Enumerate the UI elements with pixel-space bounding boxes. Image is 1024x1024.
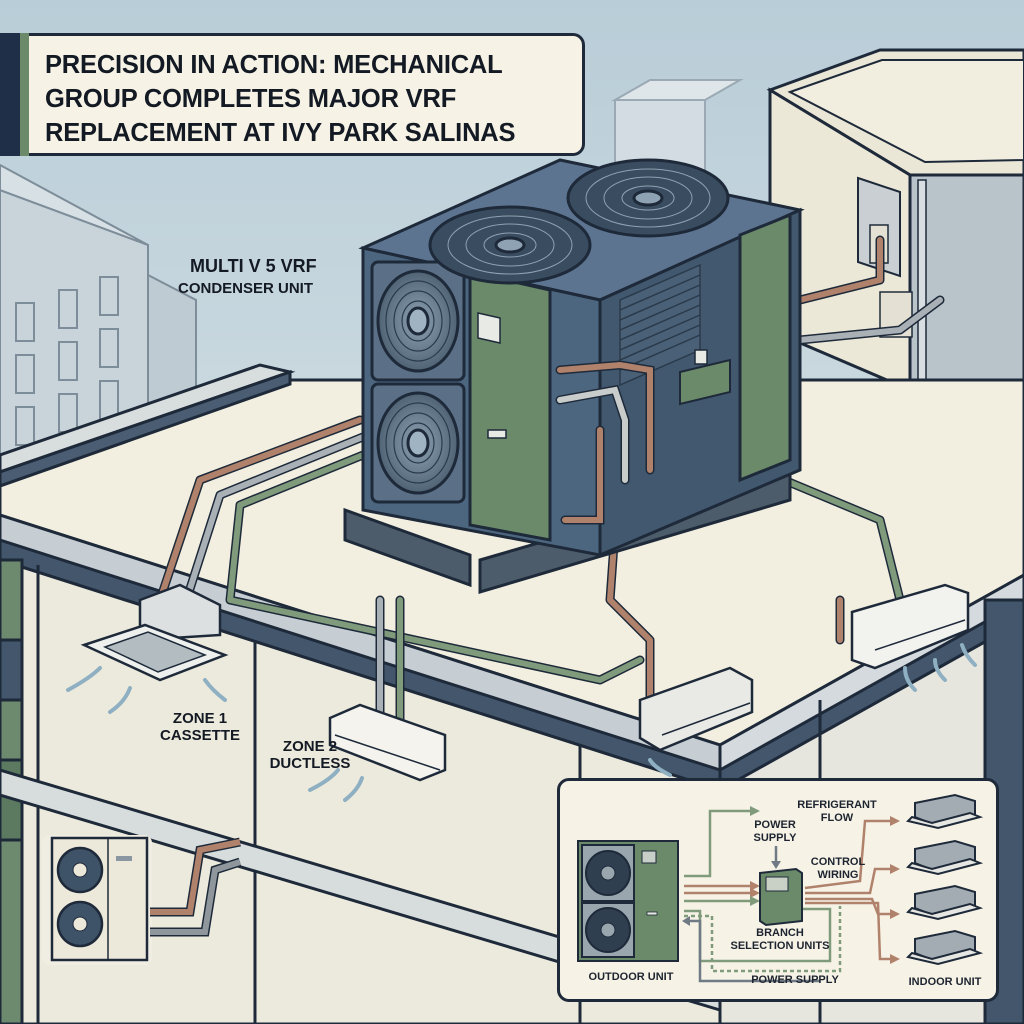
title-accent-navy bbox=[0, 33, 20, 156]
indoor-unit-icons bbox=[906, 793, 984, 966]
branch-selection-box-icon bbox=[759, 867, 803, 927]
refrigerant-flow-label-line2: FLOW bbox=[820, 812, 854, 825]
branch-units-label-line2: SELECTION UNITS bbox=[730, 940, 830, 953]
wall-mounted-ductless-icon bbox=[850, 583, 970, 670]
wall-mounted-ductless-icon bbox=[328, 703, 447, 782]
zone2-callout: ZONE 2 DUCTLESS bbox=[255, 738, 365, 773]
schematic-drawing bbox=[577, 793, 984, 983]
wall-outdoor-unit-icon bbox=[42, 835, 242, 965]
indoor-unit-icon bbox=[906, 839, 984, 876]
zone1-callout-line1: ZONE 1 bbox=[172, 710, 228, 727]
zone2-callout-line2: DUCTLESS bbox=[269, 755, 351, 773]
rooftop-mechanical-room bbox=[766, 48, 1024, 393]
ceiling-cassette-icon bbox=[80, 583, 229, 682]
front-fan-grille bbox=[370, 260, 466, 504]
title-banner: PRECISION IN ACTION: MECHANICAL GROUP CO… bbox=[0, 33, 585, 156]
airflow-arrow-icon bbox=[66, 643, 977, 802]
system-schematic: OUTDOOR UNIT REFRIGERANT FLOW POWER SUPP… bbox=[557, 778, 999, 1002]
indoor-unit-icon bbox=[906, 793, 984, 830]
branch-units-label: BRANCH SELECTION UNITS bbox=[720, 927, 840, 953]
title-accent-green bbox=[20, 33, 29, 156]
page-title: PRECISION IN ACTION: MECHANICAL GROUP CO… bbox=[45, 51, 516, 147]
condenser-callout: MULTI V 5 VRF CONDENSER UNIT bbox=[178, 256, 317, 297]
refrigerant-flow-label-line1: REFRIGERANT bbox=[797, 799, 877, 811]
wall-mounted-ductless-icon bbox=[638, 666, 754, 752]
branch-units-label-line1: BRANCH bbox=[756, 927, 804, 939]
condenser-callout-line1: MULTI V 5 VRF bbox=[190, 256, 317, 276]
indoor-unit-icon bbox=[906, 884, 984, 921]
control-wiring-label: CONTROL WIRING bbox=[798, 856, 878, 882]
indoor-unit-icon bbox=[906, 929, 984, 966]
condenser-callout-line2: CONDENSER UNIT bbox=[178, 279, 314, 297]
top-fan-grille bbox=[428, 158, 730, 285]
refrigerant-flow-label: REFRIGERANT FLOW bbox=[792, 799, 882, 825]
indoor-unit-label: INDOOR UNIT bbox=[908, 976, 982, 988]
zone1-callout-line2: CASSETTE bbox=[159, 727, 240, 745]
zone2-callout-line1: ZONE 2 bbox=[282, 738, 338, 755]
power-supply-bottom-label: POWER SUPPLY bbox=[751, 974, 839, 986]
power-supply-top-label-line1: POWER bbox=[754, 819, 796, 831]
outdoor-unit-icon bbox=[577, 840, 679, 962]
condenser-unit-icon bbox=[343, 158, 805, 595]
outdoor-unit-label: OUTDOOR UNIT bbox=[588, 971, 674, 983]
power-supply-top-label-line2: SUPPLY bbox=[753, 832, 797, 845]
control-wiring-label-line1: CONTROL bbox=[810, 856, 866, 868]
control-wiring-label-line2: WIRING bbox=[817, 869, 859, 882]
zone1-callout: ZONE 1 CASSETTE bbox=[150, 710, 250, 745]
power-supply-top-label: POWER SUPPLY bbox=[740, 819, 810, 845]
